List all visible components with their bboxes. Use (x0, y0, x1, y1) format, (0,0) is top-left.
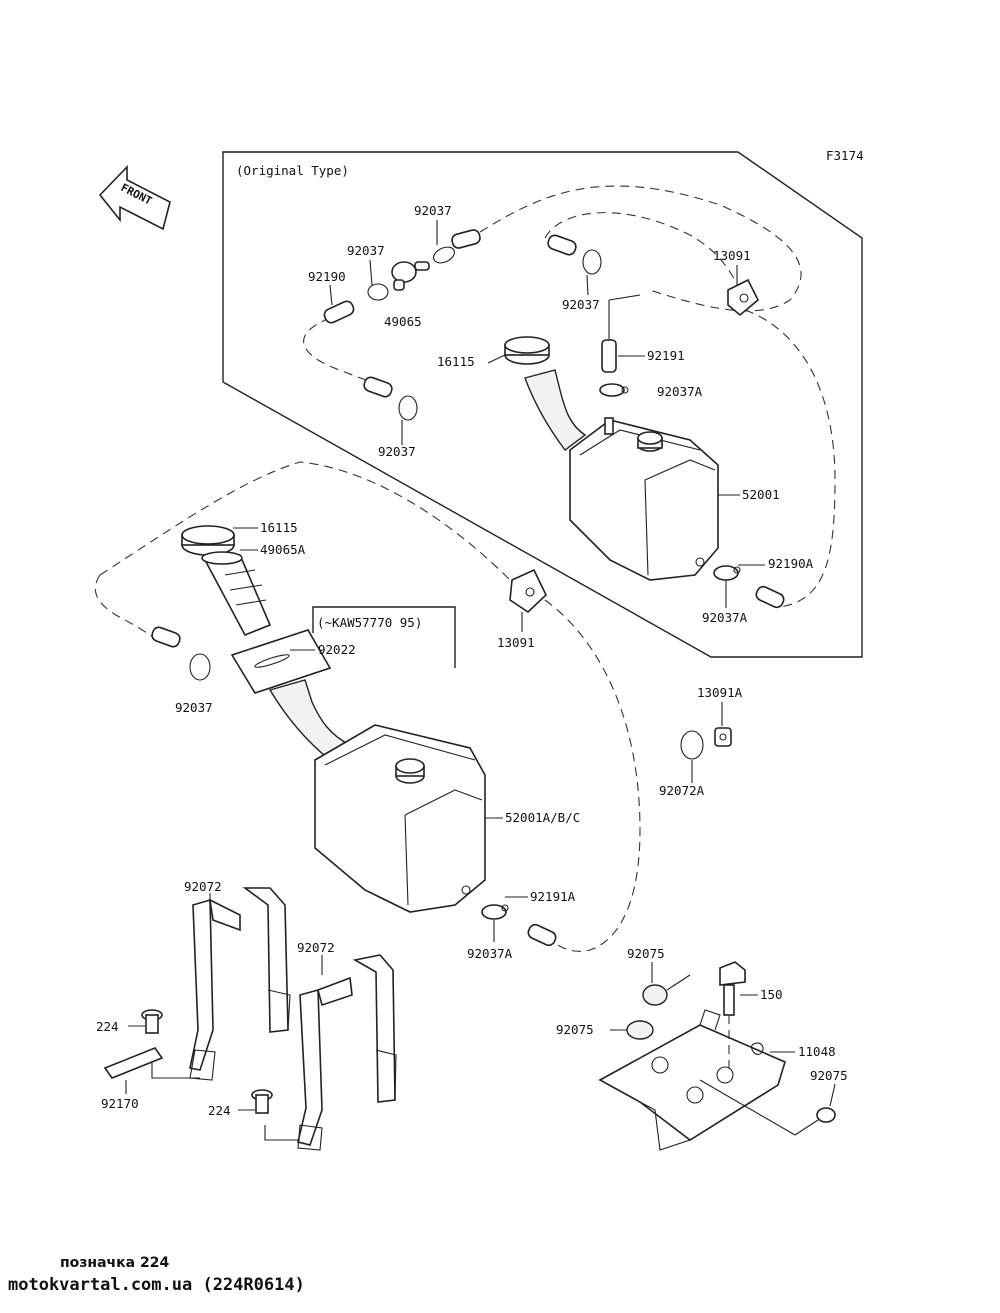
hose-92190A (755, 585, 785, 609)
grommet-13091A (714, 727, 732, 747)
hose-route-upper (479, 185, 802, 312)
callout-92037-filter: 92037 (347, 243, 385, 258)
callout-49065A: 49065A (260, 542, 306, 557)
oil-tank-52001ABC (268, 679, 486, 913)
clamp-92037A-mid (713, 565, 741, 581)
callout-92072A: 92072A (659, 783, 705, 798)
callout-92037A-mid: 92037A (702, 610, 748, 625)
callout-49065: 49065 (384, 314, 422, 329)
callout-150: 150 (760, 987, 783, 1002)
callout-92072-left: 92072 (184, 879, 222, 894)
callout-92037-left: 92037 (378, 444, 416, 459)
bracket-tray (598, 1009, 786, 1151)
plug-92075-b (626, 1020, 654, 1040)
callout-92037-right: 92037 (562, 297, 600, 312)
hose-piece-top (451, 229, 481, 249)
clamp-92037A-low (481, 904, 509, 920)
grommet-13091-mid (509, 568, 547, 614)
label-92022 (230, 629, 332, 694)
kaw-label: (~KAW57770 95) (317, 615, 422, 630)
hose-piece-left (363, 376, 393, 398)
footer-note: позначка 224 (60, 1255, 170, 1271)
front-arrow-icon: FRONT (98, 165, 171, 231)
hose-route-lower-top (99, 461, 511, 581)
hose-92191A (527, 923, 557, 947)
clip-11048 (751, 1042, 764, 1055)
hose-route-left (303, 317, 371, 383)
footer-source: motokvartal.com.ua (224R0614) (8, 1275, 305, 1295)
clamp-ring-left (398, 395, 418, 421)
callout-92190: 92190 (308, 269, 346, 284)
grommet-13091-top (727, 278, 759, 317)
diagram-id: F3174 (826, 148, 864, 163)
callout-52001ABC: 52001A/B/C (505, 810, 580, 825)
clamp-ring-top (433, 246, 455, 264)
clamp-ring-92037 (367, 283, 389, 301)
hose-piece-right (547, 234, 577, 256)
callout-92170: 92170 (101, 1096, 139, 1111)
plate-92170 (103, 1047, 164, 1079)
callout-224-lower: 224 (208, 1103, 231, 1118)
strap-92072-left (189, 887, 291, 1081)
bolt-224-upper (141, 1009, 163, 1034)
bolt-224-lower (251, 1089, 273, 1114)
washer-92075-c (816, 1107, 836, 1123)
callout-11048: 11048 (798, 1044, 836, 1059)
callout-92075-right: 92075 (810, 1068, 848, 1083)
callout-92072-right: 92072 (297, 940, 335, 955)
clamp-92037A-top (599, 383, 629, 397)
hose-route-lower-right (544, 599, 641, 952)
hose-piece-lower-left (151, 626, 181, 648)
callout-16115-top: 16115 (437, 354, 475, 369)
callout-92037-lower-left: 92037 (175, 700, 213, 715)
callout-13091-mid: 13091 (497, 635, 535, 650)
original-type-box (222, 151, 863, 658)
callout-13091-top: 13091 (713, 248, 751, 263)
clamp-ring-lower-left (189, 653, 211, 681)
cap-16115-top (504, 336, 550, 365)
plug-92075-a (642, 984, 668, 1006)
callout-92190A: 92190A (768, 556, 814, 571)
cap-16115-left (181, 525, 235, 556)
callout-13091A: 13091A (697, 685, 743, 700)
fuel-filter-49065 (391, 261, 430, 291)
hose-92190 (323, 300, 355, 324)
clamp-ring-right (582, 249, 602, 275)
callout-92075-mid: 92075 (556, 1022, 594, 1037)
hose-route-right (744, 309, 836, 608)
strainer-49065A (201, 551, 272, 637)
bolt-150 (719, 961, 746, 1016)
kaw-box (312, 606, 456, 668)
callout-92075-top: 92075 (627, 946, 665, 961)
clamp-ring-92072A (680, 730, 704, 760)
callout-92022: 92022 (318, 642, 356, 657)
callout-92037A-top: 92037A (657, 384, 703, 399)
original-type-label: (Original Type) (236, 163, 349, 178)
oil-tank-52001 (524, 369, 719, 581)
breather-tube-92191 (601, 339, 617, 373)
callout-92191: 92191 (647, 348, 685, 363)
hose-route-lower-left (94, 574, 158, 641)
callout-16115-left: 16115 (260, 520, 298, 535)
callout-224-upper: 224 (96, 1019, 119, 1034)
callout-92037A-low: 92037A (467, 946, 513, 961)
strap-92072-right (297, 954, 397, 1151)
callout-52001: 52001 (742, 487, 780, 502)
callout-92191A: 92191A (530, 889, 576, 904)
callout-92037-top: 92037 (414, 203, 452, 218)
